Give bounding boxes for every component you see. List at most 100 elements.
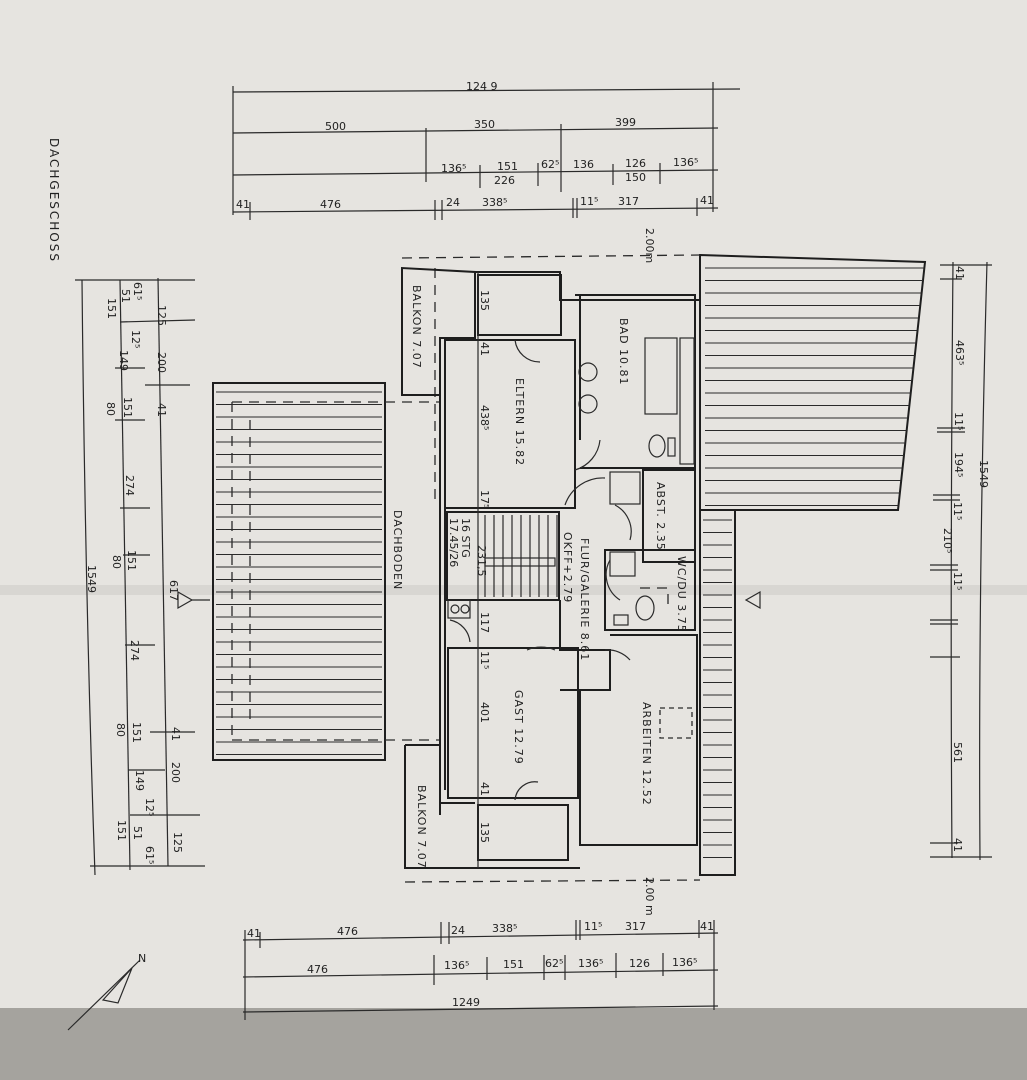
dim-label: 200	[155, 352, 168, 373]
dim-label: 476	[307, 963, 328, 976]
dim-label: 41	[169, 727, 182, 741]
dim-label: 350	[474, 118, 495, 131]
dim-label: 62⁵	[545, 957, 563, 970]
room-labels: BALKON 7.07 ELTERN 15.82 BAD 10.81 ABST.…	[391, 285, 688, 869]
dim-label: 274	[128, 640, 141, 661]
dim-label: 11⁵	[951, 572, 964, 590]
room-wc: WC/DU 3.75	[675, 556, 688, 633]
dim-label: 80	[104, 402, 117, 416]
bottom-dimensions: 41 476 24 338⁵ 11⁵ 317 41 476 136⁵ 151 6…	[242, 920, 719, 1020]
drawing-title: DACHGESCHOSS	[47, 138, 61, 263]
dim-label: 17⁵	[478, 490, 491, 508]
dim-right-total: 1549	[977, 460, 990, 488]
dim-label: 12⁵	[143, 798, 156, 816]
section-marker-left	[177, 590, 194, 610]
dim-label: 476	[320, 198, 341, 211]
dim-label: 11⁵	[580, 195, 598, 208]
room-balkon-top: BALKON 7.07	[410, 285, 423, 369]
dim-label: 151	[121, 397, 134, 418]
dim-label: 151	[105, 298, 118, 319]
dim-label: 401	[478, 702, 491, 723]
right-dimensions: 41 463⁵ 11⁵ 194⁵ 11⁵ 210⁵ 11⁵ 561 41 154…	[744, 261, 992, 861]
roof-left	[212, 382, 386, 761]
dim-label: 51	[131, 826, 144, 840]
toilet-wc	[635, 595, 655, 621]
dim-label: 338⁵	[482, 196, 507, 209]
level-okff: OKFF+2.79	[561, 532, 574, 603]
height-label-top: 2.00m	[643, 228, 656, 263]
dim-label: 61⁵	[143, 846, 156, 864]
dim-label: 500	[325, 120, 346, 133]
left-dimensions: 125 200 41 617 41 200 125 61⁵ 51 151 12⁵…	[75, 277, 210, 876]
dim-label: 463⁵	[953, 340, 966, 365]
dim-label: 126	[629, 957, 650, 970]
sink-2	[578, 394, 598, 414]
toilet-bad	[648, 434, 666, 458]
dim-label: 561	[951, 742, 964, 763]
dim-label: 135	[478, 290, 491, 311]
top-dimensions: 124 9 500 350 399 136⁵ 151 226 62⁵ 136 1…	[232, 80, 741, 220]
stove	[447, 599, 471, 619]
dim-label: 338⁵	[492, 922, 517, 935]
room-bad: BAD 10.81	[617, 318, 630, 386]
stairs-ratio: 17.45/26	[447, 518, 460, 567]
dim-label: 136⁵	[444, 959, 469, 972]
room-arbeiten: ARBEITEN 12.52	[640, 702, 653, 806]
dim-label: 41	[478, 782, 491, 796]
dim-label: 136	[573, 158, 594, 171]
dim-label: 149	[133, 770, 146, 791]
north-label: N	[138, 952, 146, 965]
dim-label: 24	[451, 924, 465, 937]
building-walls	[385, 254, 701, 883]
dim-label: 126	[625, 157, 646, 170]
dim-label: 194⁵	[952, 452, 965, 477]
dim-top-total: 124 9	[466, 80, 498, 93]
dim-bottom-total: 1249	[452, 996, 480, 1009]
dim-label: 41	[953, 266, 966, 280]
dim-label: 151	[130, 722, 143, 743]
dim-label: 61⁵	[131, 282, 144, 300]
dim-label: 151	[503, 958, 524, 971]
dim-label: 476	[337, 925, 358, 938]
dim-label: 317	[618, 195, 639, 208]
dim-label: 41	[700, 194, 714, 207]
dim-label: 41	[236, 198, 250, 211]
dim-label: 41	[478, 342, 491, 356]
section-marker-right	[744, 590, 761, 610]
dim-label: 151	[115, 820, 128, 841]
paper-fold	[0, 585, 1027, 595]
dim-label: 24	[446, 196, 460, 209]
inner-dimensions: 135 41 438⁵ 17⁵ 231,5 117 11⁵ 401 41 135…	[475, 228, 656, 916]
dim-label: 11⁵	[951, 502, 964, 520]
dim-label: 51	[119, 289, 132, 303]
stairs-count: 16 STG	[459, 518, 472, 558]
dim-label: 11⁵	[478, 651, 491, 669]
dim-label: 226	[494, 174, 515, 187]
dim-label: 200	[169, 762, 182, 783]
north-arrow-icon: N	[67, 952, 146, 1031]
roof-right	[699, 253, 927, 876]
bathtub	[644, 337, 678, 415]
dim-label: 274	[123, 475, 136, 496]
room-flur: FLUR/GALERIE 8.61	[578, 538, 591, 661]
dim-label: 117	[478, 612, 491, 633]
dim-label: 11⁵	[584, 920, 602, 933]
dim-label: 41	[247, 927, 261, 940]
room-abst: ABST. 2.35	[654, 482, 667, 551]
dim-label: 125	[155, 305, 168, 326]
dim-label: 11⁵	[952, 412, 965, 430]
room-eltern: ELTERN 15.82	[513, 378, 526, 466]
room-balkon-bottom: BALKON 7.07	[415, 785, 428, 869]
room-gast: GAST 12.79	[512, 690, 525, 765]
dim-label: 151	[125, 550, 138, 571]
dim-label: 150	[625, 171, 646, 184]
sink-1	[578, 362, 598, 382]
table-edge	[0, 1008, 1027, 1080]
dim-label: 41	[951, 838, 964, 852]
room-dachboden: DACHBODEN	[391, 510, 404, 590]
dim-label: 210⁵	[941, 528, 954, 553]
dim-left-total: 1549	[85, 565, 98, 593]
dim-label: 231,5	[475, 545, 488, 577]
dim-label: 80	[110, 555, 123, 569]
